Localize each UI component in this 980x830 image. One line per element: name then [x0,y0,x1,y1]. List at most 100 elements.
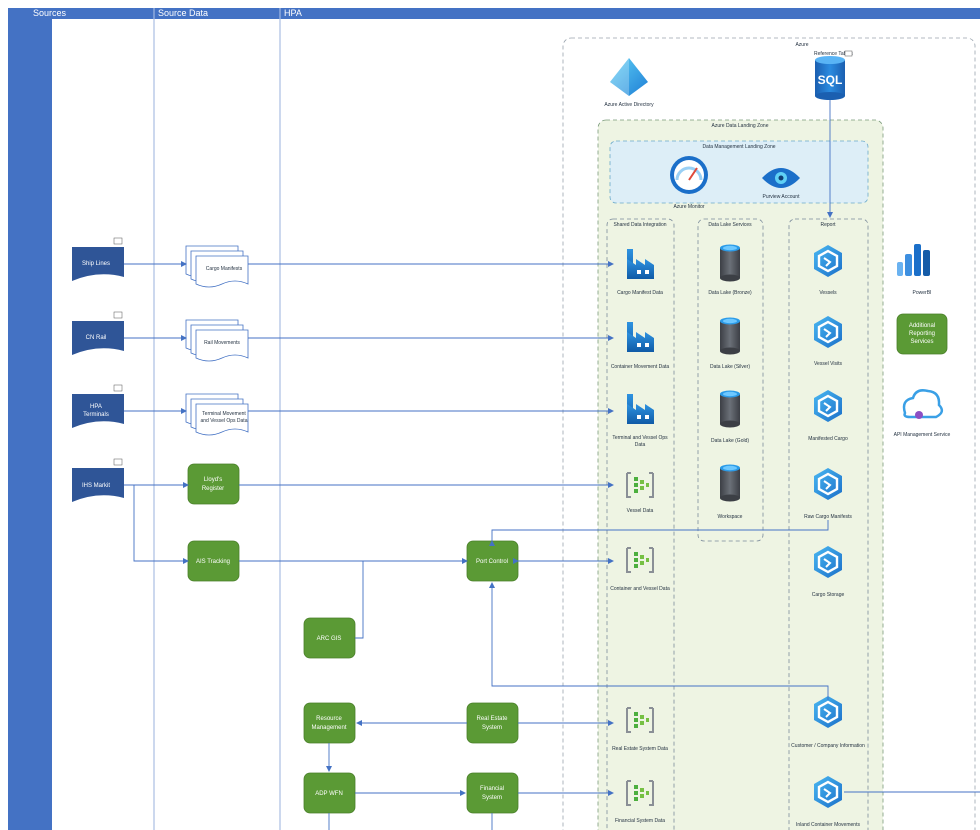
process-label: AIS Tracking [196,559,230,565]
aad-label: Azure Active Directory [604,102,654,108]
report-label: Inland Container Movements [796,822,860,828]
azure-monitor-icon [670,156,708,194]
report-label: Customer / Company Information [791,743,865,749]
integration-label: Financial System Data [615,818,665,824]
integration-label: Real Estate System Data [612,746,668,752]
report-box [788,218,869,830]
landing-zone-title: Azure Data Landing Zone [712,123,769,129]
process-resource-management[interactable]: Resource Management [303,702,356,744]
source-label: IHS Markit [82,483,110,489]
lake-label: Data Lake (Gold) [711,438,749,444]
integration-label: Cargo Manifest Data [617,290,663,296]
report-label: Manifested Cargo [808,436,848,442]
source-label: HPA [90,404,102,410]
lane-header-bar [30,8,980,19]
sql-database-icon [815,56,845,100]
pool-header-bar [8,8,30,830]
report-title: Report [820,222,836,228]
azure-title: Azure [795,42,808,48]
additional-label: Reporting [909,331,935,337]
dm-landing-zone-title: Data Management Landing Zone [702,144,775,150]
powerbi-icon [897,244,930,276]
lane-title-hpa: HPA [284,8,302,18]
data-lake-icon [720,317,740,355]
process-label: Register [202,486,224,492]
lake-services-box [697,218,764,542]
process-financial-system[interactable]: Financial System [466,772,519,814]
note-icon [113,458,123,466]
integration-label: Data [635,442,646,448]
process-label: System [482,725,502,731]
api-management-label: API Management Service [894,432,951,438]
process-label: Real Estate [476,716,508,722]
doc-label: and Vessel Ops Data [201,418,248,424]
process-port-control[interactable]: Port Control [466,540,519,582]
lane-title-source-data: Source Data [158,8,208,18]
note-icon [113,311,123,319]
process-lloyds-register[interactable]: Lloyd's Register [187,463,240,505]
sql-label: SQL [818,73,843,87]
lane-title-sources: Sources [33,8,67,18]
reference-tables-label: Reference Tables [814,51,853,57]
data-lake-icon [720,244,740,282]
note-icon [113,384,123,392]
integration-label: Vessel Data [627,508,654,514]
process-label: ARC GIS [317,636,342,642]
lake-services-title: Data Lake Services [708,222,752,228]
source-label: Ship Lines [82,261,110,267]
process-label: Management [311,725,346,731]
integration-label: Terminal and Vessel Ops [612,435,668,441]
doc-label: Rail Movements [204,340,240,346]
lake-label: Workspace [718,514,743,520]
purview-icon [762,168,800,188]
dm-landing-zone [609,140,869,204]
additional-reporting-services [896,313,948,355]
workspace-icon [720,464,740,502]
process-ais-tracking[interactable]: AIS Tracking [187,540,240,582]
sources-lane-side [30,19,52,830]
doc-terminal-movement[interactable]: Terminal Movement and Vessel Ops Data [185,393,249,436]
process-label: System [482,795,502,801]
source-ship-lines[interactable]: Ship Lines [72,247,124,281]
shared-integration-title: Shared Data Integration [613,222,666,228]
note-icon [844,50,853,57]
report-label: Vessel Visits [814,361,842,367]
report-label: Raw Cargo Manifests [804,514,852,520]
source-cn-rail[interactable]: CN Rail [72,321,124,355]
doc-label: Cargo Manifests [206,266,243,272]
doc-label: Terminal Movement [202,411,246,417]
process-label: ADP WFN [315,791,343,797]
additional-label: Services [910,339,933,345]
data-landing-zone [597,119,884,830]
process-label: Resource [316,716,342,722]
powerbi-label: PowerBI [913,290,932,296]
purview-label: Purview Account [763,194,801,200]
process-label: Lloyd's [204,477,223,483]
process-real-estate-system[interactable]: Real Estate System [466,702,519,744]
note-icon [113,237,123,245]
doc-rail-movements[interactable]: Rail Movements [185,319,249,362]
integration-label: Container Movement Data [611,364,670,370]
process-label: Port Control [476,559,508,565]
process-label: Financial [480,786,504,792]
process-adp-wfn[interactable]: ADP WFN [303,772,356,814]
data-lake-icon [720,390,740,428]
lake-label: Data Lake (Silver) [710,364,750,370]
source-label: CN Rail [86,335,107,341]
report-label: Vessels [819,290,837,296]
source-ihs-markit[interactable]: IHS Markit [72,468,124,502]
doc-cargo-manifests[interactable]: Cargo Manifests [185,245,249,288]
azure-active-directory-icon [610,58,648,96]
shared-integration-box [606,218,675,830]
integration-label: Container and Vessel Data [610,586,670,592]
additional-label: Additional [909,323,935,329]
azure-monitor-label: Azure Monitor [673,204,704,210]
process-arc-gis[interactable]: ARC GIS [303,617,356,659]
source-hpa-terminals[interactable]: HPA Terminals [72,394,124,428]
api-management-icon [902,389,944,419]
connectors [124,100,980,830]
lake-label: Data Lake (Bronze) [708,290,752,296]
source-label: Terminals [83,412,109,418]
report-label: Cargo Storage [812,592,845,598]
